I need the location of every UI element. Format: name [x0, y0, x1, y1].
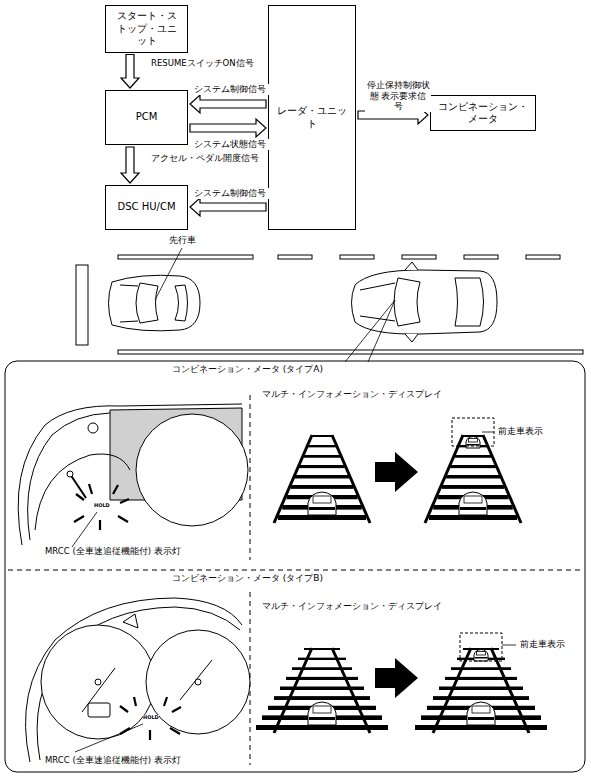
lane-line — [274, 648, 312, 733]
highlight-box — [452, 418, 494, 446]
divider — [8, 570, 582, 571]
lane-stripe — [304, 648, 340, 650]
car-symbol — [477, 652, 486, 656]
car-symbol — [474, 650, 488, 662]
box-label: レーダ・ユニット — [275, 105, 349, 130]
signal-label: システム制御信号 — [191, 84, 269, 95]
car-symbol — [464, 496, 482, 503]
signal-arrow — [121, 147, 139, 183]
panel-frame — [5, 361, 585, 772]
car-symbol — [309, 717, 335, 720]
leader-line — [155, 248, 182, 300]
car-symbol — [459, 492, 487, 515]
lane-dash — [340, 255, 374, 259]
divider — [250, 395, 251, 560]
car-symbol — [460, 507, 486, 510]
own-car — [352, 262, 498, 342]
process-box: コンビネーション・メータ — [430, 95, 536, 131]
part-label: 前走車表示 — [520, 639, 565, 650]
meter-type-b — [26, 598, 250, 762]
lane-stripe — [308, 445, 337, 447]
lane-dash — [526, 255, 560, 259]
part-label: コンビネーション・メータ (タイプA) — [172, 364, 323, 375]
car-symbol — [313, 496, 331, 503]
highlight-box — [460, 633, 502, 661]
lane-dash — [278, 255, 312, 259]
lane-line — [425, 435, 463, 523]
part-label: マルチ・インフォメーション・ディスプレイ — [262, 389, 442, 400]
car-symbol — [472, 706, 490, 713]
display-drawing — [256, 435, 547, 733]
lane-stripe — [278, 515, 366, 520]
leader-car — [109, 275, 201, 331]
indicator-text: HOLD — [94, 503, 110, 508]
signal-label: システム状態信号 — [191, 139, 269, 150]
signal-arrow — [190, 198, 266, 216]
callout-line — [368, 300, 395, 362]
signal-arrow — [121, 55, 139, 89]
signal-arrow — [190, 119, 266, 137]
lane-stripe — [291, 485, 354, 489]
arrow-symbol — [375, 452, 418, 492]
signal-label: RESUMEスイッチON信号 — [150, 58, 262, 69]
indicator-text: HOLD — [143, 715, 159, 720]
lane-line — [274, 435, 312, 523]
signal-arrow — [190, 95, 266, 113]
part-label: MRCC (全車速追従機能付) 表示灯 — [45, 546, 181, 556]
box-label: スタート・ストップ・ユニット — [112, 10, 181, 48]
car-symbol — [468, 717, 494, 720]
process-box: PCM — [105, 90, 188, 145]
car-symbol — [469, 439, 478, 443]
signal-label: 停止保持制御状態 表示要求信号 — [365, 80, 431, 112]
car-symbol — [475, 657, 488, 659]
lane-stripe — [304, 455, 341, 458]
process-box: レーダ・ユニット — [268, 5, 356, 230]
lane-stripe — [429, 515, 517, 520]
car-symbol — [467, 444, 480, 446]
leader-line — [502, 645, 516, 646]
car-symbol — [308, 702, 336, 725]
car-symbol — [313, 706, 331, 713]
part-label: 前走車表示 — [498, 426, 543, 437]
part-label: コンビネーション・メータ (タイプB) — [172, 573, 323, 584]
lane-stripe — [312, 435, 332, 437]
road — [76, 255, 583, 354]
lane-line — [332, 648, 370, 733]
callout-line — [345, 300, 395, 362]
lane-stripe — [442, 485, 505, 489]
lane-stripe — [295, 475, 349, 479]
process-box: スタート・ストップ・ユニット — [105, 5, 188, 53]
box-label: コンビネーション・メータ — [437, 101, 529, 126]
lane-stripe — [455, 455, 492, 458]
lane-line — [332, 435, 370, 523]
car-symbol — [467, 702, 495, 725]
part-label: 先行車 — [169, 235, 196, 246]
lane-dash — [464, 255, 498, 259]
signal-label: システム制御信号 — [191, 188, 269, 199]
car-symbol — [308, 492, 336, 515]
part-label: マルチ・インフォメーション・ディスプレイ — [262, 601, 442, 612]
car-symbol — [309, 507, 335, 510]
lane-stripe — [450, 465, 496, 468]
lane-stripe — [299, 465, 345, 468]
lane-dash — [402, 255, 436, 259]
meter-type-a — [18, 404, 248, 547]
lane-line — [483, 435, 521, 523]
lane-stripe — [446, 475, 500, 479]
process-box: DSC HU/CM — [105, 185, 188, 230]
part-label: MRCC (全車速追従機能付) 表示灯 — [45, 755, 181, 765]
box-label: DSC HU/CM — [117, 201, 175, 214]
signal-label: アクセル・ペダル開度信号 — [150, 153, 267, 164]
box-label: PCM — [136, 111, 158, 124]
arrow-symbol — [375, 658, 418, 698]
leader-line — [482, 432, 494, 433]
